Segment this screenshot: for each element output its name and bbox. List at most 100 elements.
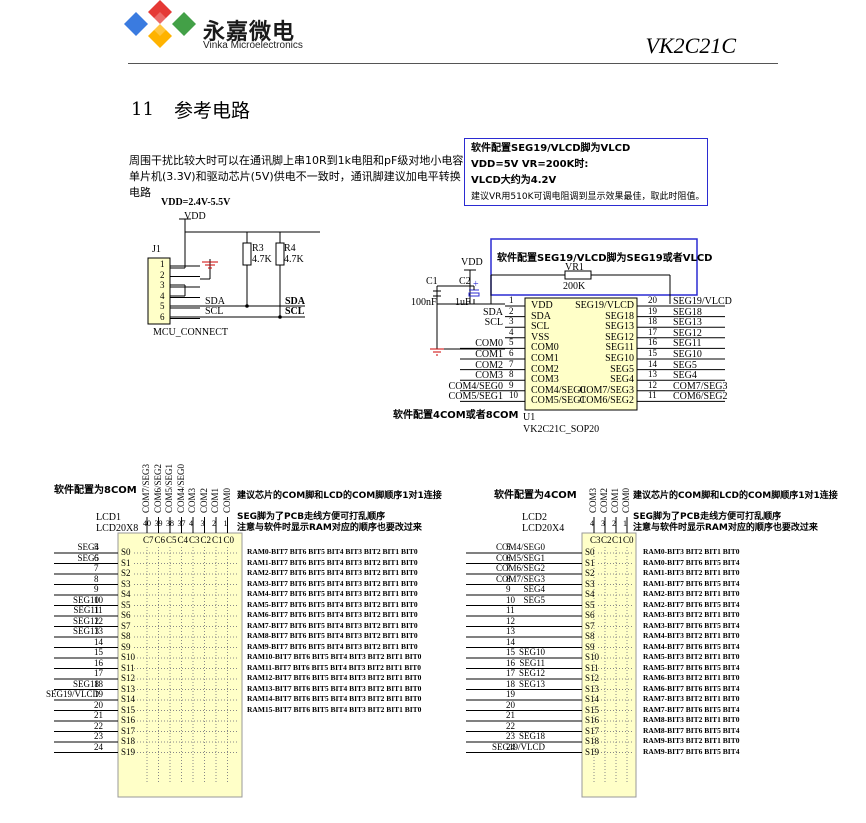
ic-pin-name: SDA: [531, 310, 552, 322]
lcd-seg-pin-number: 23: [94, 731, 103, 741]
ram-mapping-row: RAM3-BIT3 BIT2 BIT1 BIT0: [643, 610, 740, 619]
ic-pin-number: 18: [648, 316, 657, 327]
lcd-seg-pin-number: 11: [506, 605, 515, 615]
vlcd-config-note: 软件配置SEG19/VLCD脚为VLCD VDD=5V VR=200K时: VL…: [464, 138, 708, 206]
lcd-seg-pin-number: 7: [506, 563, 511, 573]
ic-pin-name: SCL: [531, 321, 550, 333]
ic-pin-number: 10: [509, 390, 518, 401]
ram-mapping-row: RAM8-BIT7 BIT6 BIT5 BIT4: [643, 725, 740, 735]
r4-value: 4.7K: [284, 254, 304, 265]
lcd-seg-pin-number: 22: [506, 720, 515, 731]
ic-pin-number: 1: [509, 295, 514, 305]
lcd4-note-2: SEG脚为了PCB走线方便可打乱顺序: [633, 512, 782, 522]
ic-net-label: COM6/SEG2: [673, 391, 728, 403]
lcd8-note-2: SEG脚为了PCB走线方便可打乱顺序: [237, 512, 386, 522]
ic-body: [524, 297, 638, 411]
lcd-seg-label: S19: [585, 746, 600, 757]
ic-ref: U1: [523, 412, 536, 423]
document-id: VK2C21C: [645, 33, 736, 58]
ic-pin-number: 20: [648, 295, 657, 305]
ic-pin-name: COM5/SEG1: [531, 395, 586, 407]
lcd-com-label: C2: [601, 535, 612, 545]
ram-mapping-row: RAM6-BIT7 BIT6 BIT5 BIT4: [643, 683, 740, 693]
r4-resistor: [275, 242, 285, 266]
lcd-seg-pin-number: 17: [506, 668, 515, 678]
c2-polarity: +: [473, 279, 479, 290]
lcd-com-pin-number: 3: [601, 519, 605, 528]
ram-mapping-row: RAM4-BIT3 BIT2 BIT1 BIT0: [643, 631, 740, 640]
lcd-seg-label: S19: [121, 746, 136, 757]
lcd-seg-label: S15: [121, 704, 136, 715]
lcd-seg-net: COM6/SEG2: [495, 563, 545, 573]
connector-pin-number: 4: [160, 290, 165, 301]
lcd-seg-label: S5: [585, 599, 595, 610]
ic-net-label: SCL: [484, 317, 503, 329]
mcu-sda-net: SDA: [285, 296, 306, 307]
lcd-seg-label: S13: [121, 683, 136, 694]
ic-pin-number: 7: [509, 358, 514, 369]
ram-mapping-row: RAM0-BIT3 BIT2 BIT1 BIT0: [643, 547, 740, 556]
lcd-seg-net: SEG19/VLCD: [491, 741, 545, 752]
ic-pin-number: 17: [648, 326, 657, 337]
ic-pin-name: SEG4: [610, 374, 634, 386]
lcd-seg-pin-number: 14: [94, 636, 103, 647]
lcd-com-net: COM7/SEG3: [141, 463, 151, 513]
lcd-seg-net: SEG5: [77, 552, 99, 563]
logo-diamond-icon: [148, 12, 172, 36]
ram-mapping-row: RAM12-BIT7 BIT6 BIT5 BIT4 BIT3 BIT2 BIT1…: [247, 673, 422, 682]
ic-pin-number: 16: [648, 337, 657, 348]
mcu-scl-net: SCL: [285, 306, 305, 317]
ic-pin-number: 13: [648, 369, 657, 380]
ic-pin-number: 19: [648, 305, 657, 316]
lcd-seg-label: S12: [121, 673, 136, 683]
lcd-seg-label: S8: [121, 631, 131, 641]
company-logo-text: 永嘉微电: [203, 20, 296, 45]
lcd-seg-label: S17: [585, 725, 600, 736]
connector-body: [147, 257, 171, 325]
ic-pin-name: SEG11: [605, 342, 634, 354]
lcd-seg-net: SEG19/VLCD: [45, 689, 99, 699]
lcd-seg-label: S8: [585, 631, 595, 641]
lcd-seg-pin-number: 6: [94, 552, 99, 563]
lcd-com-net: COM3: [588, 487, 598, 513]
ram-mapping-row: RAM7-BIT7 BIT6 BIT5 BIT4 BIT3 BIT2 BIT1 …: [247, 620, 418, 630]
lcd-seg-label: S9: [121, 641, 131, 652]
lcd8-lcd-body: [117, 532, 243, 798]
lcd-com-net: COM5/SEG1: [164, 463, 174, 513]
connector-pin-number: 5: [160, 301, 165, 311]
lcd-seg-net: SEG12: [518, 668, 545, 678]
lcd8-note-1: 建议芯片的COM脚和LCD的COM脚顺序1对1连接: [237, 491, 442, 501]
ram-mapping-row: RAM2-BIT7 BIT6 BIT5 BIT4 BIT3 BIT2 BIT1 …: [247, 568, 418, 577]
ic-pin-number: 12: [648, 379, 657, 390]
lcd-seg-pin-number: 7: [94, 563, 99, 573]
lcd-com-pin-number: 2: [612, 519, 616, 528]
ic-net-label: SDA: [482, 306, 503, 318]
lcd-seg-pin-number: 21: [506, 710, 515, 720]
lcd-seg-pin-number: 18: [94, 678, 103, 689]
ic-net-label: COM4/SEG0: [448, 380, 503, 392]
lcd4-note-3: 注意与软件时显示RAM对应的顺序也要改过来: [633, 523, 818, 533]
lcd-seg-net: SEG18: [518, 731, 545, 741]
lcd-seg-net: SEG4: [77, 542, 99, 552]
lcd-seg-net: SEG10: [72, 594, 99, 605]
lcd-seg-pin-number: 5: [506, 542, 511, 552]
ic-pin-number: 9: [509, 379, 514, 390]
lcd-com-pin-number: 2: [212, 519, 216, 528]
ram-mapping-row: RAM1-BIT3 BIT2 BIT1 BIT0: [643, 568, 740, 577]
r4-label: R4: [284, 243, 296, 254]
ram-mapping-row: RAM14-BIT7 BIT6 BIT5 BIT4 BIT3 BIT2 BIT1…: [247, 694, 422, 703]
connector-pin-number: 6: [160, 311, 165, 322]
lcd4-part: LCD20X4: [522, 523, 565, 534]
c1-value: 100nF: [411, 297, 437, 308]
lcd-seg-label: S13: [585, 683, 600, 694]
logo-diamond-icon: [172, 12, 196, 36]
lcd-com-label: C3: [590, 535, 601, 545]
vlcd-note-line: 建议VR用510K可调电阻调到显示效果最佳，取此时阻值。: [471, 192, 705, 202]
ram-mapping-row: RAM0-BIT7 BIT6 BIT5 BIT4: [643, 557, 740, 567]
ic-net-label: SEG19/VLCD: [673, 296, 732, 307]
ic-pin-name: SEG5: [610, 363, 634, 375]
ic-pin-number: 2: [509, 305, 514, 316]
lcd-seg-label: S7: [585, 620, 595, 631]
r3-resistor: [242, 242, 252, 266]
lcd-seg-label: S5: [121, 599, 131, 610]
